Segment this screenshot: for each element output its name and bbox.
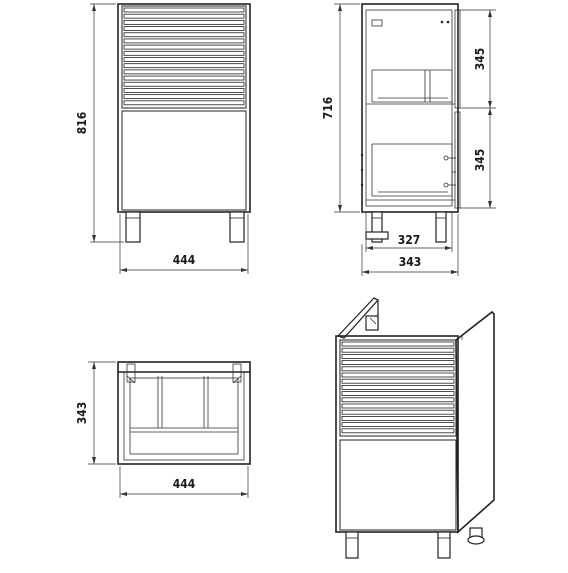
- front-width-dimension: 444: [119, 214, 249, 274]
- front-louvre-slat: [123, 57, 245, 62]
- front-louvre-slat: [123, 88, 245, 93]
- front-louvre-slat: [123, 19, 245, 25]
- side-upper-door-edge: [454, 9, 461, 109]
- iso-right-leg: [437, 531, 451, 559]
- top-carcass: [117, 361, 251, 465]
- iso-louvre-slat: [341, 353, 455, 359]
- front-louvre-slat: [123, 7, 245, 13]
- side-upper-drawer: [366, 69, 455, 105]
- side-lower-door-edge: [454, 111, 461, 209]
- side-height-label: 716: [321, 97, 335, 120]
- front-louvre-slat: [123, 38, 245, 44]
- side-lower-drawer: [360, 143, 456, 201]
- front-left-leg: [125, 211, 141, 243]
- top-width-dimension: 444: [119, 466, 249, 498]
- side-inner-depth-dimension: 327: [365, 212, 453, 252]
- front-louvre-slat: [123, 63, 245, 69]
- iso-lower-door: [339, 439, 457, 531]
- front-right-leg: [229, 211, 245, 243]
- iso-front-face: [335, 335, 459, 533]
- iso-louvre-slats: [341, 341, 455, 434]
- side-carcass: [361, 3, 459, 213]
- side-view: 716 345 345 327: [321, 3, 496, 276]
- front-louvre-slats: [123, 7, 245, 106]
- iso-louvre-slat: [341, 397, 455, 403]
- front-louvre-slat: [123, 13, 245, 19]
- iso-louvre-slat: [341, 347, 455, 353]
- side-leg-foot: [365, 231, 389, 240]
- front-louvre-slat: [123, 26, 245, 31]
- front-louvre-slat: [123, 75, 245, 81]
- iso-louvre-slat: [341, 422, 455, 428]
- side-rear-leg: [435, 211, 447, 243]
- front-louvre-slat: [123, 94, 245, 100]
- front-carcass: [117, 3, 251, 213]
- side-label-plate: [371, 19, 383, 27]
- front-height-dimension: 816: [75, 3, 124, 243]
- front-louvre-slat: [123, 32, 245, 38]
- iso-louvre-slat: [341, 391, 455, 397]
- front-louvre-slat: [123, 100, 245, 106]
- isometric-view: [335, 297, 495, 559]
- side-inner-panel: [365, 9, 453, 207]
- front-louvre-slat: [123, 50, 245, 56]
- front-louvre-slat: [123, 81, 245, 87]
- front-lower-door: [121, 110, 247, 211]
- front-louvre-slat: [123, 69, 245, 75]
- iso-louvre-slat: [341, 409, 455, 415]
- side-front-leg: [371, 211, 383, 243]
- iso-louvre-door: [339, 339, 457, 437]
- iso-hinge: [365, 315, 379, 331]
- top-depth-label: 343: [75, 402, 89, 425]
- side-upper-gap-label: 345: [473, 48, 487, 71]
- front-louvre-door: [121, 5, 247, 109]
- side-inner-depth-label: 327: [398, 233, 421, 247]
- top-width-label: 444: [173, 477, 196, 491]
- side-height-dimension: 716: [321, 3, 360, 213]
- top-view: 343 444: [75, 361, 251, 498]
- side-depth-label: 343: [399, 255, 422, 269]
- iso-louvre-slat: [341, 403, 455, 409]
- front-louvre-slat: [123, 44, 245, 50]
- side-depth-dimension: 343: [361, 214, 459, 276]
- iso-louvre-slat: [341, 360, 455, 366]
- front-height-label: 816: [75, 112, 89, 135]
- iso-louvre-slat: [341, 415, 455, 421]
- iso-left-leg: [345, 531, 359, 559]
- iso-louvre-slat: [341, 428, 455, 434]
- iso-louvre-slat: [341, 341, 455, 347]
- top-inner-frame: [123, 371, 245, 461]
- side-gap-dimensions: 345 345: [460, 9, 496, 209]
- iso-louvre-slat: [341, 384, 455, 390]
- iso-louvre-slat: [341, 378, 455, 384]
- front-view: 816 444: [75, 3, 251, 274]
- iso-louvre-slat: [341, 366, 455, 372]
- top-depth-dimension: 343: [75, 361, 116, 465]
- iso-louvre-slat: [341, 372, 455, 378]
- top-drawer-box: [129, 377, 239, 455]
- side-lower-gap-label: 345: [473, 149, 487, 172]
- iso-right-side-panel: [455, 310, 495, 534]
- front-width-label: 444: [173, 253, 196, 267]
